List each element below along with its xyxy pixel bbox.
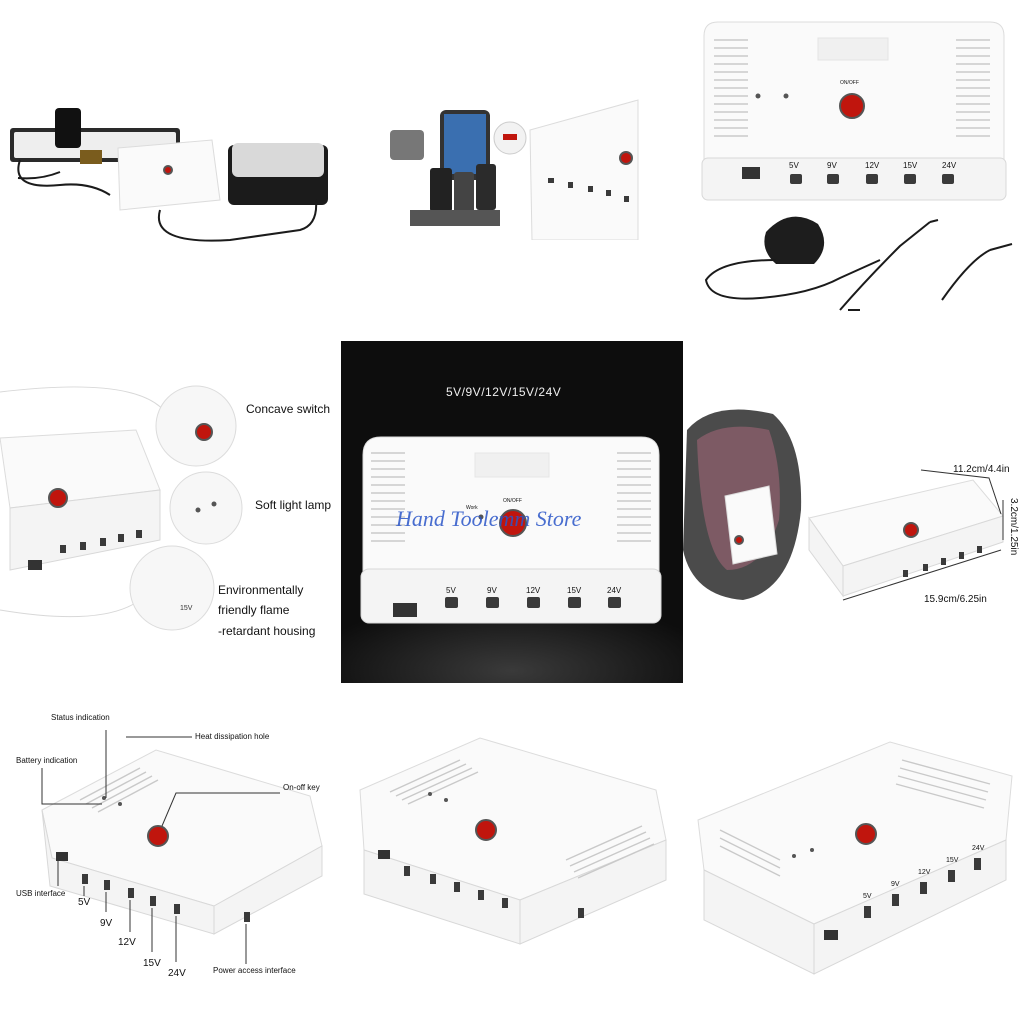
ac-adapter [764, 216, 825, 264]
bottom-right-label-12v: 12V [918, 869, 931, 876]
top-right-switch-label: ON/OFF [840, 80, 859, 86]
hero-illustration [341, 436, 683, 683]
dimension-width-label: 11.2cm/4.4in [953, 464, 1010, 475]
camera-device [390, 130, 424, 160]
top-right-label-24v: 24V [942, 161, 957, 170]
annotation-usb-interface: USB interface [16, 889, 66, 898]
annotation-5v: 5V [78, 897, 91, 908]
annotation-battery-indication: Battery indication [16, 756, 78, 765]
zoom-switch [155, 385, 237, 467]
top-right-product-panel [690, 10, 1024, 320]
bottom-right-label-15v: 15V [946, 857, 959, 864]
bottom-right-box [697, 741, 1013, 975]
hero-label-15v: 15V [567, 586, 582, 595]
annotation-12v: 12V [118, 937, 136, 948]
watermark-text: Hand Toolemm Store [396, 506, 582, 531]
svg-text:15V: 15V [180, 605, 193, 612]
bag-dimensions-panel [683, 400, 1024, 620]
bottom-right-label-5v: 5V [863, 893, 872, 900]
vent-right [956, 39, 990, 137]
callout-concave-switch: Concave switch [246, 402, 331, 416]
annotation-9v: 9V [100, 918, 113, 929]
annotated-power-switch [147, 825, 169, 847]
callout-soft-light-lamp: Soft light lamp [255, 498, 332, 512]
hero-label-5v: 5V [446, 586, 456, 595]
hero-switch-label: ON/OFF [503, 498, 522, 504]
hero-label-9v: 9V [487, 586, 497, 595]
devices-photo-panel [380, 90, 640, 240]
bottom-right-label-24v: 24V [972, 845, 985, 852]
devices-illustration [390, 99, 639, 240]
hero-indicator-label: Work [466, 505, 478, 511]
detail-callouts-illustration: 15V [0, 385, 243, 631]
annotated-vent [79, 767, 159, 813]
top-right-label-9v: 9V [827, 161, 837, 170]
hero-vent-left [371, 452, 405, 542]
vent-left [714, 39, 748, 137]
hero-label-12v: 12V [526, 586, 541, 595]
bottom-right-product-panel [690, 730, 1024, 980]
hero-label-24v: 24V [607, 586, 622, 595]
annotation-on-off-key: On-off key [283, 783, 320, 792]
bottom-middle-box [359, 737, 667, 945]
dimension-length-label: 15.9cm/6.25in [924, 594, 987, 605]
top-right-label-12v: 12V [865, 161, 880, 170]
bottom-middle-product-panel [350, 730, 680, 960]
network-switch [410, 210, 500, 226]
setup-photo-panel [0, 60, 340, 280]
detail-callouts-panel: 15V [0, 380, 340, 640]
callout-housing-line3: -retardant housing [218, 624, 316, 638]
setup-illustration [10, 108, 328, 242]
callout-housing-line2: friendly flame [218, 603, 290, 617]
charger-box [117, 139, 221, 211]
hero-panel [341, 341, 683, 683]
top-right-label-15v: 15V [903, 161, 918, 170]
hero-power-switch [499, 509, 527, 537]
top-right-label-5v: 5V [789, 161, 799, 170]
bottom-right-label-9v: 9V [891, 881, 900, 888]
dimension-line-length [842, 549, 1002, 601]
bottom-middle-vent [389, 759, 655, 879]
annotation-15v: 15V [143, 958, 161, 969]
dimension-line-width [920, 469, 1002, 515]
annotation-status-indication: Status indication [51, 713, 110, 722]
hero-vent-right [617, 452, 651, 542]
bottom-right-vent [719, 759, 991, 877]
box-with-adapter [701, 21, 1013, 311]
plug-adapter [55, 108, 81, 148]
bag-dimensions-illustration [683, 409, 1004, 601]
annotated-panel [0, 700, 340, 1000]
callout-housing-line1: Environmentally [218, 583, 304, 597]
annotation-power-access-interface: Power access interface [213, 966, 296, 975]
annotation-24v: 24V [168, 968, 186, 979]
zoom-housing [129, 545, 215, 631]
zoom-lamp [169, 471, 243, 545]
annotated-illustration [41, 730, 323, 964]
dimension-height-label: 3.2cm/1.25in [1008, 498, 1019, 556]
hero-voltages-title: 5V/9V/12V/15V/24V [446, 385, 562, 399]
annotation-heat-dissipation-hole: Heat dissipation hole [195, 732, 270, 741]
